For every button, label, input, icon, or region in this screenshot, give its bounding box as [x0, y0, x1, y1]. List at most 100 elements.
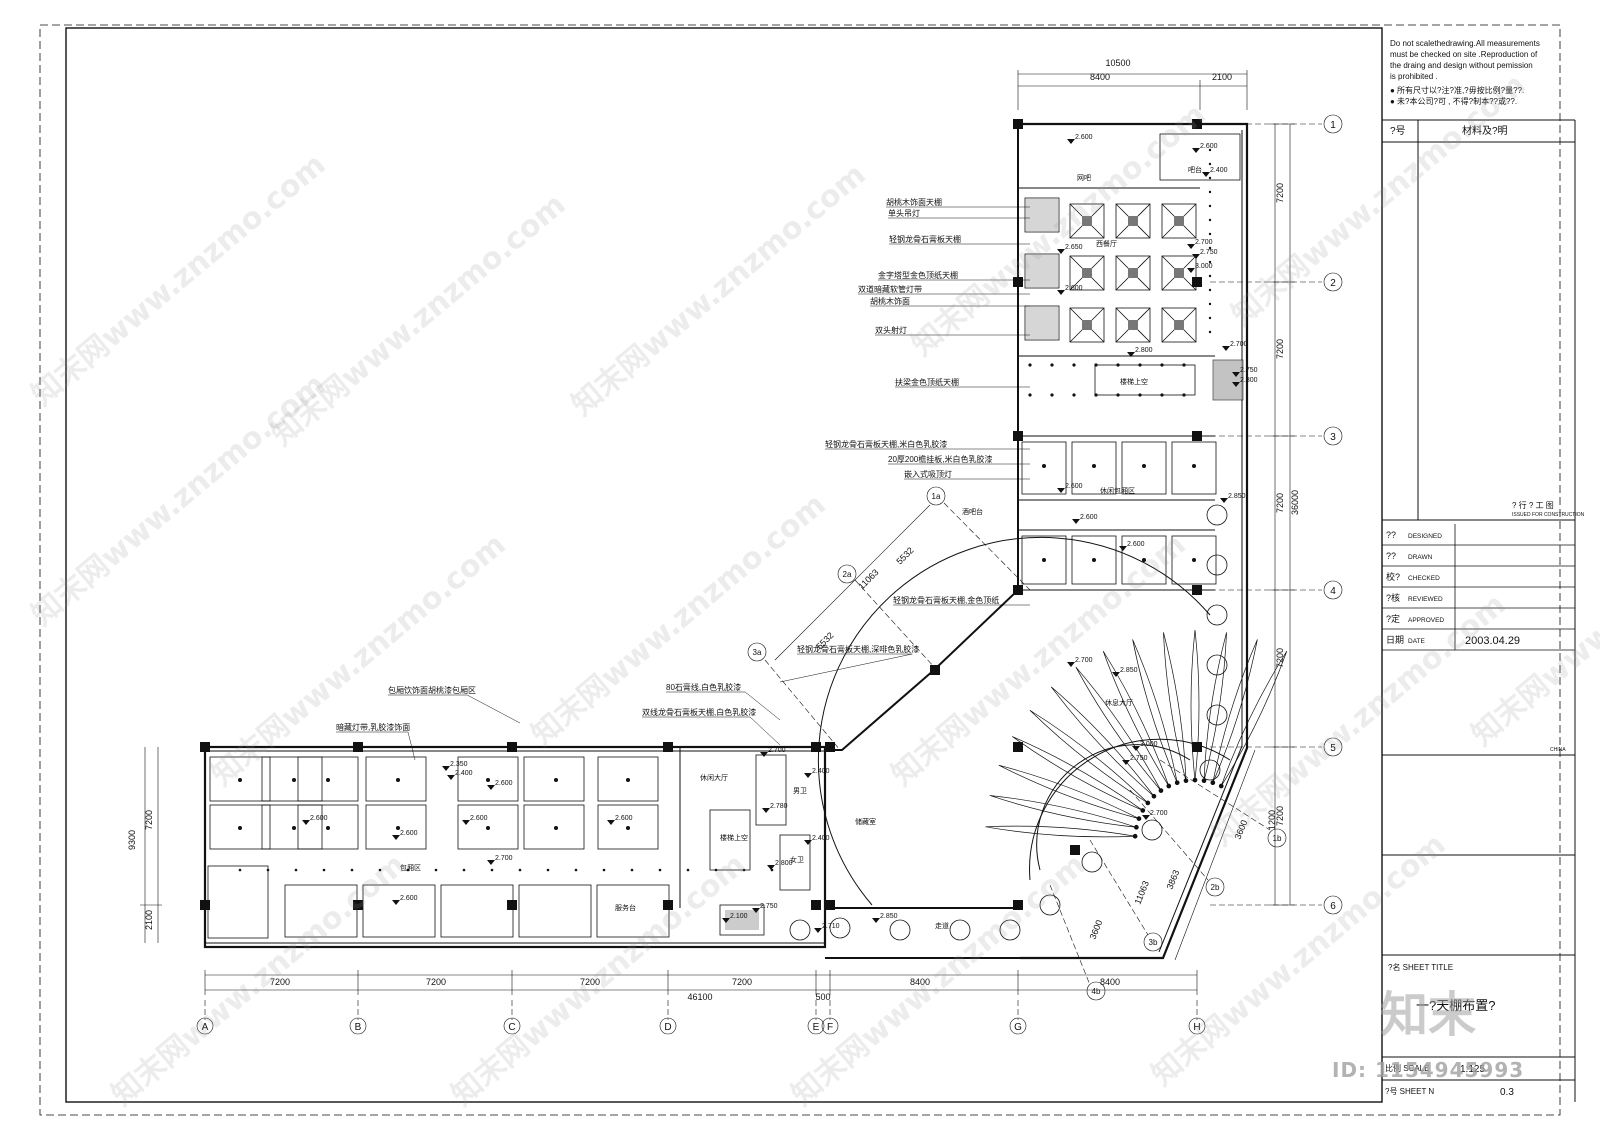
grid-bubble-F	[821, 1017, 839, 1035]
grid-bubble-1	[1323, 114, 1343, 134]
ceiling-level: 2.400	[1210, 167, 1228, 174]
structural-column	[1192, 431, 1202, 441]
room-name: 吧台	[1188, 165, 1202, 174]
pyramid-ceiling-panel	[1069, 307, 1105, 343]
dim-diag-b: 11063	[856, 567, 880, 591]
grid-bubble-G	[1009, 1017, 1027, 1035]
light-fixture	[1050, 393, 1054, 397]
pyramid-ceiling-panel	[1161, 307, 1197, 343]
structural-column	[825, 900, 835, 910]
dim-top-total: 10500	[1105, 58, 1130, 68]
round-downlight	[1206, 504, 1228, 526]
grid-bubble-3b	[1143, 932, 1163, 952]
callout-label: 20厚200檐挂板,米白色乳胶漆	[888, 454, 992, 464]
light-fixture	[486, 778, 490, 782]
notice-en-2: must be checked on site .Reproduction of	[1390, 50, 1538, 59]
room-name: 酒吧台	[962, 507, 983, 516]
dim-diag-a: 5532	[894, 545, 915, 566]
title-block-frame	[1382, 119, 1576, 1102]
light-fixture	[1072, 363, 1076, 367]
light-fixture	[630, 868, 634, 872]
dim-bottom-total: 46100	[687, 992, 712, 1002]
callout-label: 金字塔型金色顶纸天棚	[878, 270, 958, 280]
light-fixture	[1092, 464, 1096, 468]
grid-label-D: D	[664, 1022, 671, 1033]
grid-label-4b: 4b	[1092, 987, 1101, 996]
pyramid-ceiling-panel	[1115, 203, 1151, 239]
room-name: 楼梯上空	[720, 833, 748, 842]
pyramid-ceiling-panel	[1115, 255, 1151, 291]
light-fixture	[1208, 218, 1212, 222]
round-downlight	[1081, 851, 1103, 873]
light-fixture	[1208, 260, 1212, 264]
ceiling-level: 2.800	[1240, 377, 1258, 384]
column-no-header: ?号	[1390, 125, 1406, 137]
tb-row-label-en: DATE	[1408, 638, 1426, 645]
scale-label: 比例 SCALE	[1385, 1063, 1429, 1073]
stair-void	[1094, 364, 1196, 396]
sheet-title: 一?天棚布置?	[1416, 998, 1495, 1013]
light-fixture	[1160, 363, 1164, 367]
grid-label-3: 3	[1330, 432, 1336, 443]
ceiling-panel	[523, 804, 585, 850]
light-fixture	[1094, 393, 1098, 397]
fan-petal-light	[1029, 709, 1149, 804]
light-fixture	[434, 868, 438, 872]
ceiling-panel	[457, 756, 519, 802]
callout-label: 包厢饮饰面胡桃漆包厢区	[388, 685, 476, 695]
ceiling-level: 2.700	[1075, 657, 1093, 664]
light-fixture	[1050, 363, 1054, 367]
fan-petal-light	[1075, 666, 1162, 791]
grid-bubble-3	[1323, 426, 1343, 446]
room-name: 楼梯上空	[1120, 377, 1148, 386]
room-name: 走道	[935, 921, 949, 930]
callout-label: 扶梁金色顶纸天棚	[895, 377, 959, 387]
fan-petal-light	[1212, 639, 1258, 783]
grid-bubble-H	[1188, 1017, 1206, 1035]
ceiling-panel	[365, 756, 427, 802]
pyramid-ceiling-panel	[1069, 203, 1105, 239]
light-fixture	[554, 778, 558, 782]
dim-bottom-seg: 7200	[270, 977, 290, 987]
ceiling-panel	[523, 756, 585, 802]
light-fixture	[1160, 393, 1164, 397]
grid-label-A: A	[202, 1022, 209, 1033]
ceiling-panel	[297, 756, 359, 802]
grid-label-F: F	[827, 1022, 833, 1033]
grid-label-3b: 3b	[1149, 938, 1158, 947]
light-fixture	[1208, 148, 1212, 152]
ceiling-level: 2.600	[400, 895, 418, 902]
room-name: 休息大厅	[1105, 698, 1133, 707]
tb-row-label-cn: ??	[1386, 551, 1396, 561]
ceiling-level: 2.850	[1120, 667, 1138, 674]
structural-column	[200, 742, 210, 752]
dim-top-a: 8400	[1090, 72, 1110, 82]
structural-column	[1013, 585, 1023, 595]
ceiling-level: 2.750	[1200, 249, 1218, 256]
callout-label: 轻钢龙骨石膏板天棚,深啡色乳胶漆	[797, 644, 919, 654]
ceiling-level: 2.600	[1065, 483, 1083, 490]
light-fixture	[546, 868, 550, 872]
room-name: 女卫	[790, 855, 804, 864]
structural-column	[200, 900, 210, 910]
light-fixture	[1116, 393, 1120, 397]
grid-bubble-2	[1323, 272, 1343, 292]
light-fixture	[602, 868, 606, 872]
light-fixture	[292, 778, 296, 782]
pyramid-ceiling-panel	[1069, 255, 1105, 291]
light-fixture	[1138, 393, 1142, 397]
grid-label-1a: 1a	[932, 492, 941, 501]
light-fixture	[1208, 190, 1212, 194]
light-fixture	[742, 868, 746, 872]
callout-label: 胡桃木饰面天棚	[886, 197, 942, 207]
light-fixture	[714, 868, 718, 872]
sheet-no-label: ?号 SHEET N	[1385, 1087, 1434, 1096]
ceiling-panel	[457, 804, 519, 850]
fan-petal-light	[1012, 736, 1143, 811]
light-fixture	[1208, 288, 1212, 292]
ceiling-level: 2.750	[1240, 367, 1258, 374]
tb-row-label-en: DRAWN	[1408, 554, 1433, 561]
grid-label-1: 1	[1330, 120, 1336, 131]
structural-column	[930, 665, 940, 675]
